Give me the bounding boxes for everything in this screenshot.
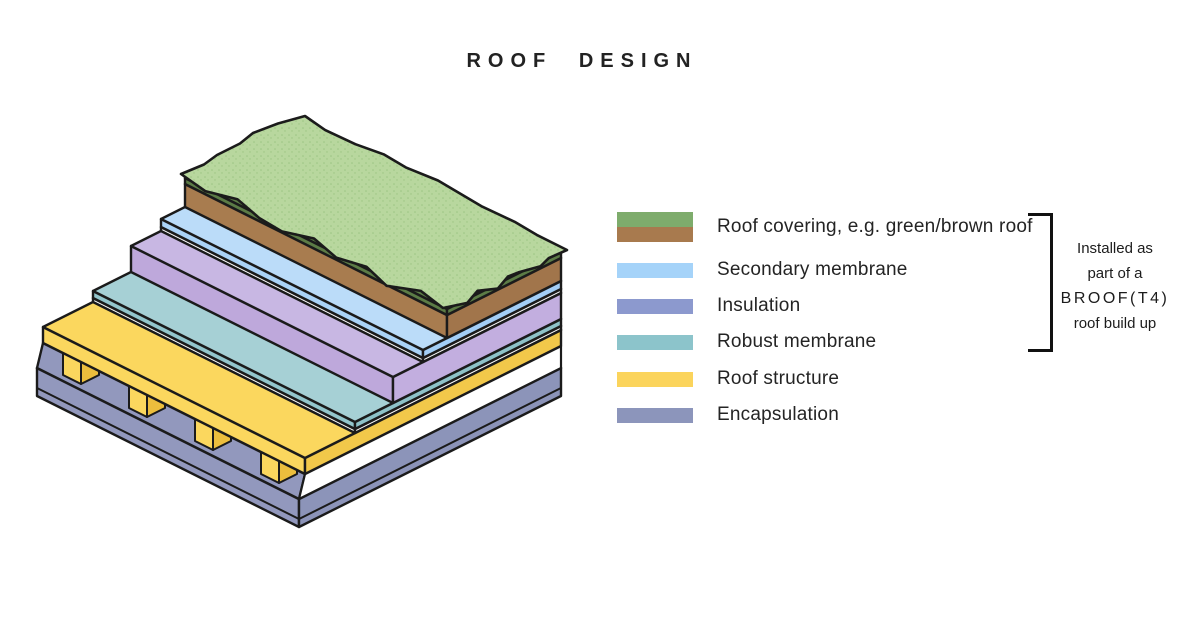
note-line: part of a xyxy=(1087,265,1143,282)
color-swatch-secondary-membrane xyxy=(617,262,693,278)
layer-roof-covering xyxy=(179,114,569,340)
color-swatch-roof-covering xyxy=(617,212,693,242)
legend-item-insulation: Insulation xyxy=(617,291,800,321)
color-swatch-roof-structure xyxy=(617,371,693,387)
legend-item-robust-membrane: Robust membrane xyxy=(617,327,876,357)
color-swatch-insulation xyxy=(617,298,693,314)
color-swatch-encapsulation xyxy=(617,407,693,423)
legend-item-encapsulation: Encapsulation xyxy=(617,400,839,430)
swatch-brown-half xyxy=(617,227,693,242)
legend-label: Roof covering, e.g. green/brown roof xyxy=(717,216,1033,237)
legend-label: Insulation xyxy=(717,295,801,316)
swatch-green-half xyxy=(617,212,693,227)
note-line: Installed as xyxy=(1077,240,1153,257)
legend-label: Roof structure xyxy=(717,368,840,389)
group-bracket xyxy=(1028,213,1053,352)
note-line-broof: BROOF(T4) xyxy=(1060,290,1170,307)
color-swatch-robust-membrane xyxy=(617,334,693,350)
page-title: ROOF DESIGN xyxy=(466,50,698,72)
legend-item-secondary-membrane: Secondary membrane xyxy=(617,255,908,285)
legend-item-roof-covering: Roof covering, e.g. green/brown roof xyxy=(617,212,1033,242)
legend-item-roof-structure: Roof structure xyxy=(617,364,839,394)
note-line: roof build up xyxy=(1073,315,1157,332)
legend-label: Robust membrane xyxy=(717,331,877,352)
legend-label: Encapsulation xyxy=(717,404,839,425)
legend-label: Secondary membrane xyxy=(717,259,908,280)
bracket-note: Installed as part of a BROOF(T4) roof bu… xyxy=(1056,236,1174,336)
